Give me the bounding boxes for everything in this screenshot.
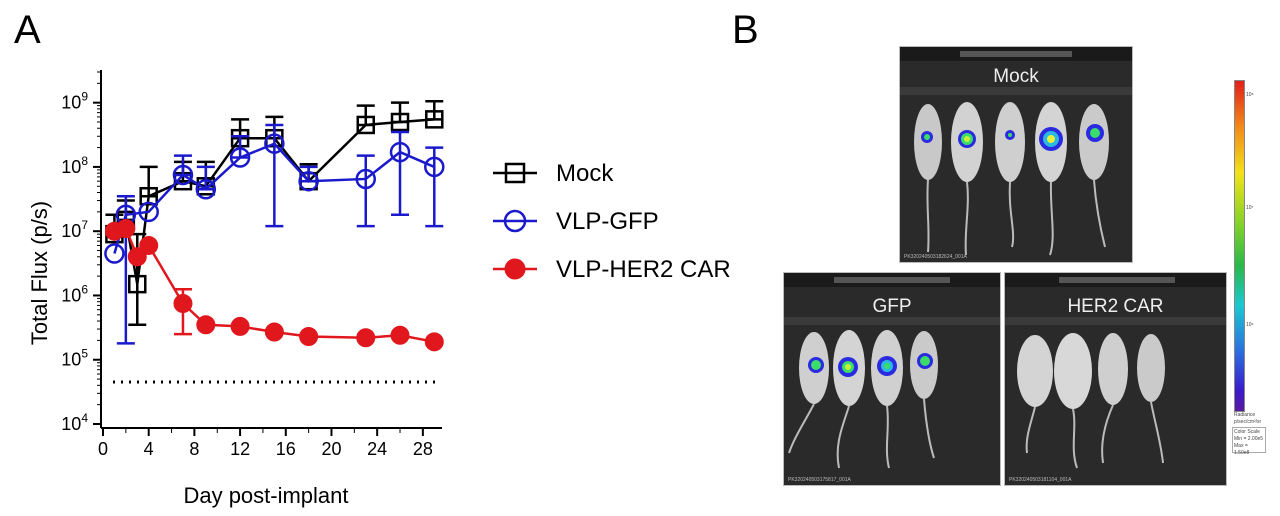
data-point [356,328,376,348]
data-point [390,112,410,132]
her2-car-image-id: PK320240503181104_001A [1009,477,1072,483]
panel-letter-b: B [732,8,759,52]
data-point [173,293,193,313]
data-point [424,156,445,178]
data-point [230,316,250,336]
legend-entry-0: Mock [493,160,614,187]
y-tick-label: 105 [61,347,88,370]
series-2 [104,219,444,352]
colorbar-unit: p/sec/cm²/sr [1234,419,1262,425]
legend-marker [503,209,527,233]
x-tick-label: 8 [189,439,199,459]
data-point [196,315,216,335]
data-point [139,186,158,206]
y-tick-label: 104 [61,411,88,434]
colorbar-scale-box: Color Scale Min = 2.00e5 Max = 1.50e8 [1232,427,1266,456]
legend-entry-1: VLP-GFP [493,208,659,235]
legend-entry-2: VLP-HER2 CAR [493,256,731,283]
colorbar-tick-top: 10⁸ [1246,92,1254,98]
data-point [116,219,136,239]
data-point [229,147,251,168]
colorbar-title: Radiance [1234,412,1256,418]
gfp-mice-drawing [784,273,1000,469]
data-point [128,274,147,294]
data-point [356,115,375,135]
data-point [390,325,410,345]
x-tick-label: 20 [321,439,341,459]
y-tick-label: 106 [61,282,88,305]
colorbar-min-label: Min = 2.00e5 [1234,436,1264,442]
data-point [299,326,319,346]
radiance-colorbar [1234,80,1245,412]
series-line [113,142,435,254]
mock-mice-drawing [900,47,1132,256]
data-point [424,332,444,352]
series-line [113,118,435,285]
data-point [264,322,284,342]
y-axis-title: Total Flux (p/s) [27,201,52,345]
x-tick-label: 16 [276,439,296,459]
y-tick-label: 108 [61,154,88,177]
series-1 [104,123,445,345]
mock-image: Mock PK320240503182624_001A [899,46,1133,263]
data-point [298,170,319,192]
x-tick-label: 0 [98,439,108,459]
legend-marker [504,258,526,280]
colorbar-tick-low: 10⁶ [1246,322,1254,328]
legend-label: VLP-HER2 CAR [556,256,731,283]
data-point [264,133,285,154]
her2-car-image-title: HER2 CAR [1067,296,1164,317]
legend-label: Mock [556,160,614,187]
data-point [355,168,376,190]
legend-marker [504,162,526,184]
data-point [425,110,444,129]
flux-chart: 104 105 106 107 108 109 0 4 8 12 16 20 24 28 Total Fl… [27,70,731,508]
x-axis-title: Day post-implant [183,483,348,508]
y-tick-label: 109 [61,90,88,113]
her2-car-mice-drawing [1005,273,1226,469]
y-tick-label: 107 [61,218,88,241]
gfp-image: GFP PK320240503175817_001A [783,272,1001,486]
mock-image-id: PK320240503182624_001A [904,254,967,260]
colorbar-max-label: Max = 1.50e8 [1234,443,1250,456]
colorbar-scale-label: Color Scale [1234,429,1260,435]
panel-letter-a: A [14,8,41,52]
data-point [172,164,194,186]
x-tick-label: 4 [144,439,154,459]
colorbar-tick-mid: 10⁷ [1246,205,1254,211]
x-tick-label: 24 [367,439,387,459]
plot-area: 104 105 106 107 108 109 0 4 8 12 16 20 24 28 [61,70,445,459]
data-point [389,141,411,163]
data-point [195,178,217,200]
x-tick-label: 28 [413,439,433,459]
gfp-image-id: PK320240503175817_001A [788,477,851,483]
gfp-image-title: GFP [872,296,912,317]
data-point [139,235,159,255]
legend-label: VLP-GFP [556,208,659,235]
x-tick-label: 12 [230,439,250,459]
data-point [127,247,147,267]
her2-car-image: HER2 CAR PK320240503181104_001A [1004,272,1227,486]
data-point [138,201,159,223]
mock-image-title: Mock [993,66,1039,87]
data-point [104,243,125,264]
